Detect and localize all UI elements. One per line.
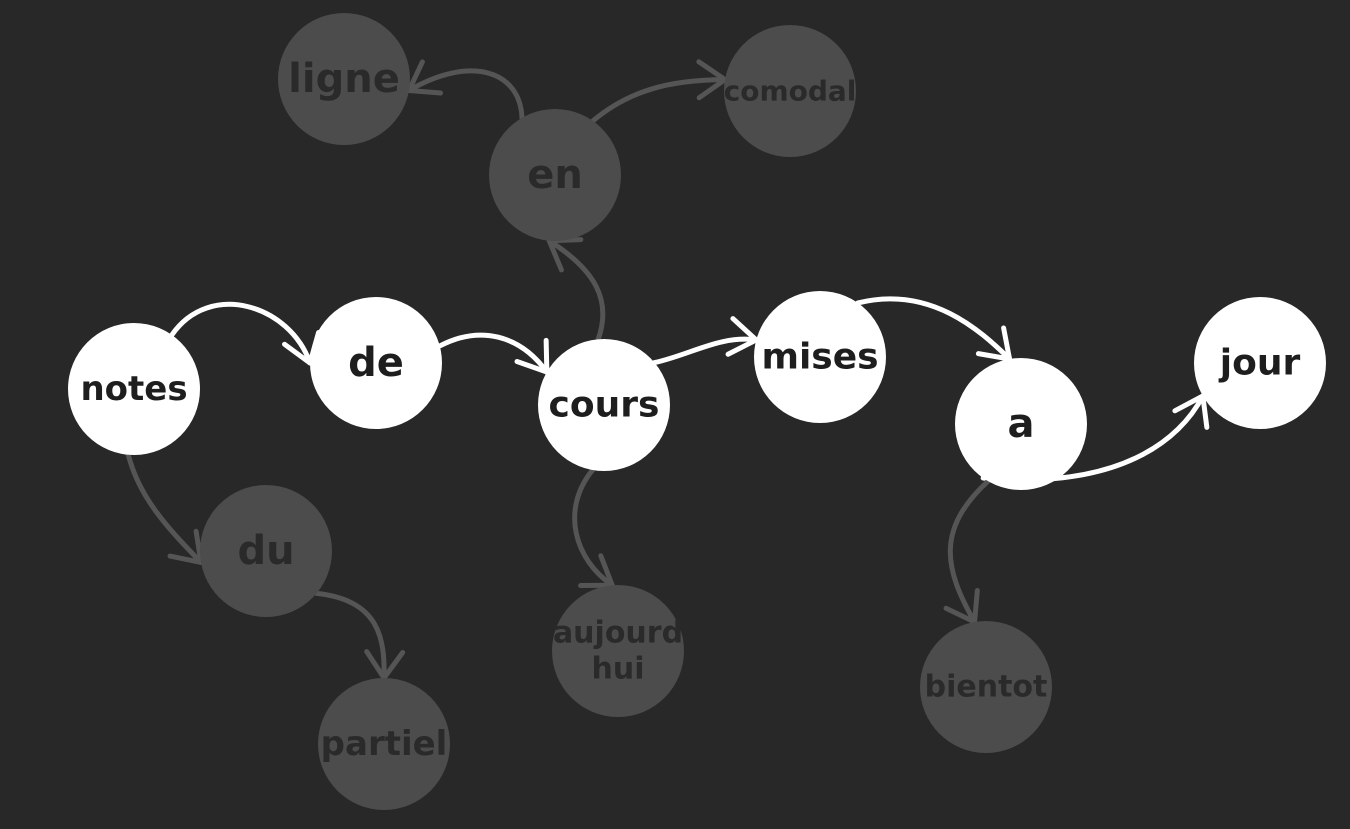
node-label-bientot: bientot bbox=[925, 670, 1048, 705]
node-label-comodal: comodal bbox=[724, 75, 857, 108]
node-du[interactable]: du bbox=[200, 485, 332, 617]
arrowhead-cours bbox=[514, 337, 550, 375]
node-partiel[interactable]: partiel bbox=[318, 678, 450, 810]
node-label-jour: jour bbox=[1218, 343, 1301, 384]
node-label-en: en bbox=[527, 152, 583, 198]
node-label-aujourd-hui-line-2: hui bbox=[592, 652, 645, 687]
node-bientot[interactable]: bientot bbox=[920, 621, 1052, 753]
arrowhead-jour bbox=[1172, 393, 1210, 430]
edge-en-to-comodal bbox=[590, 59, 728, 124]
node-notes[interactable]: notes bbox=[68, 323, 200, 455]
node-mises[interactable]: mises bbox=[754, 291, 886, 423]
node-label-partiel: partiel bbox=[321, 724, 448, 764]
node-de[interactable]: de bbox=[310, 297, 442, 429]
node-circle-ligne bbox=[278, 13, 410, 145]
node-circle-partiel bbox=[318, 678, 450, 810]
node-circle-jour bbox=[1194, 297, 1326, 429]
edge-a-to-bientot bbox=[943, 478, 991, 625]
node-label-a: a bbox=[1008, 401, 1035, 447]
nodes-layer: notes de cours mises a jour en ligne comodal du pa… bbox=[68, 13, 1326, 810]
edge-cours-to-aujourd-hui bbox=[572, 467, 615, 589]
node-comodal[interactable]: comodal bbox=[724, 25, 857, 157]
node-circle-en bbox=[489, 109, 621, 241]
edge-notes-to-de bbox=[169, 301, 322, 366]
edge-du-to-partiel bbox=[314, 590, 406, 681]
node-label-du: du bbox=[237, 528, 294, 574]
edge-de-to-cours bbox=[437, 332, 550, 375]
node-label-mises: mises bbox=[761, 337, 878, 378]
edge-en-to-ligne bbox=[406, 59, 525, 121]
node-circle-a bbox=[955, 358, 1087, 490]
node-circle-mises bbox=[754, 291, 886, 423]
node-label-ligne: ligne bbox=[288, 56, 400, 102]
arrowhead-aujourd-hui bbox=[578, 553, 615, 589]
node-circle-du bbox=[200, 485, 332, 617]
node-label-de: de bbox=[348, 340, 404, 386]
node-label-notes: notes bbox=[80, 369, 187, 409]
node-cours[interactable]: cours bbox=[538, 339, 670, 471]
arrowhead-en bbox=[546, 237, 584, 273]
node-circle-aujourd-hui bbox=[552, 585, 684, 717]
node-circle-bientot bbox=[920, 621, 1052, 753]
node-circle-cours bbox=[538, 339, 670, 471]
arrowhead-mises bbox=[725, 316, 759, 357]
edge-cours-to-en bbox=[546, 237, 606, 342]
node-label-aujourd-hui-line-1: aujourd bbox=[553, 616, 683, 651]
edge-notes-to-du bbox=[125, 452, 204, 565]
node-a[interactable]: a bbox=[955, 358, 1087, 490]
node-ligne[interactable]: ligne bbox=[278, 13, 410, 145]
node-en[interactable]: en bbox=[489, 109, 621, 241]
node-jour[interactable]: jour bbox=[1194, 297, 1326, 429]
node-circle-de bbox=[310, 297, 442, 429]
edge-cours-to-mises bbox=[652, 316, 759, 366]
node-circle-comodal bbox=[724, 25, 856, 157]
node-label-cours: cours bbox=[549, 385, 660, 426]
node-circle-notes bbox=[68, 323, 200, 455]
